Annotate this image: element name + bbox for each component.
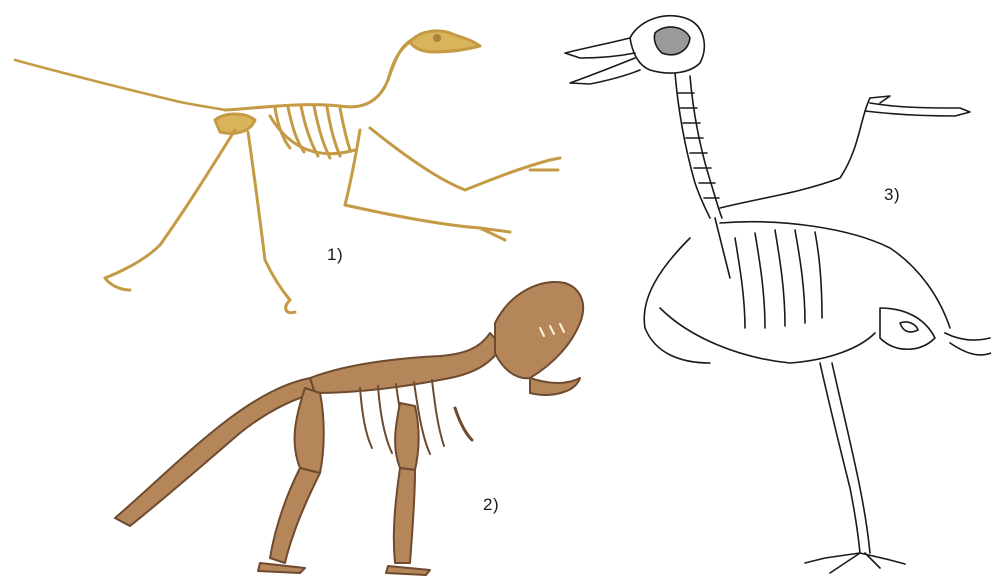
bird-skeleton-line-drawing (560, 8, 991, 578)
figure-label-3: 3) (884, 185, 900, 205)
figure-label-2: 2) (483, 495, 499, 515)
figure-label-1: 1) (327, 245, 343, 265)
tyrannosaurus-fossil-skeleton (110, 268, 590, 578)
bird-skeleton-line-drawing-svg (560, 8, 991, 578)
tyrannosaurus-fossil-drawing (110, 268, 590, 578)
